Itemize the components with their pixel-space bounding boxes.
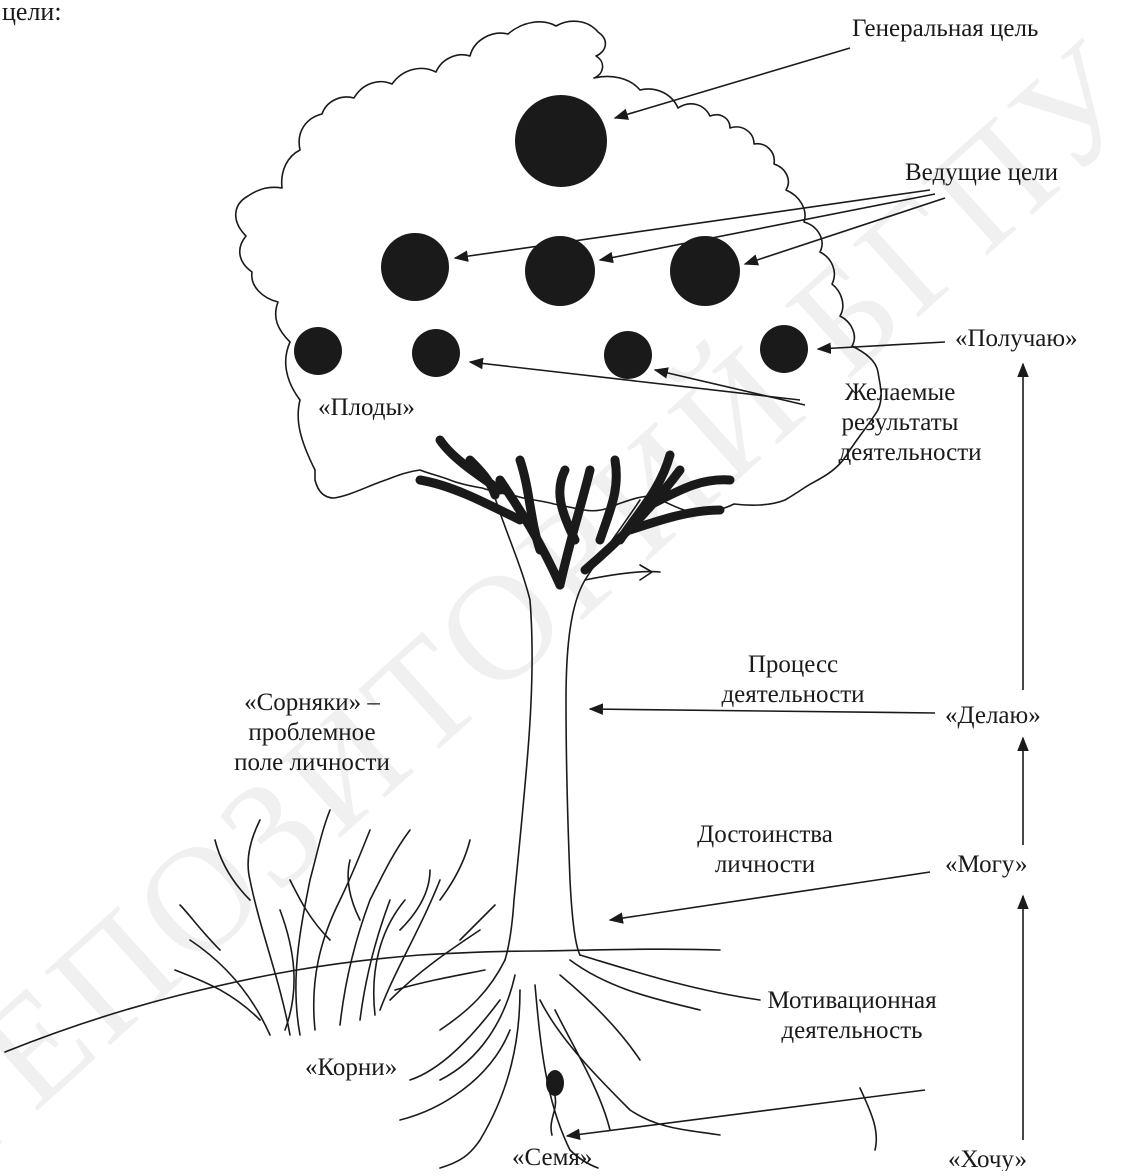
label-leading-goals: Ведущие цели <box>905 159 1058 186</box>
label-weeds-line-1: «Сорняки» – <box>244 689 380 716</box>
label-do: «Делаю» <box>945 702 1041 729</box>
result-dot-4 <box>760 325 808 373</box>
label-process-line-2: деятельности <box>721 681 864 708</box>
label-desired-results-line-1: Желаемые <box>845 379 956 406</box>
label-weeds-line-3: поле личности <box>234 749 390 776</box>
label-merits-line-2: личности <box>715 851 815 878</box>
label-roots: «Корни» <box>305 1054 397 1081</box>
result-dot-2 <box>412 329 460 377</box>
label-can: «Могу» <box>945 851 1027 878</box>
leading-goal-dot-3 <box>670 236 740 306</box>
label-weeds-line-2: проблемное <box>248 719 375 746</box>
label-desired-results-line-2: результаты <box>842 409 959 436</box>
header-fragment: цели: <box>2 0 62 26</box>
leading-goal-dot-1 <box>381 233 449 301</box>
label-merits-line-1: Достоинства <box>697 821 833 848</box>
seed-icon <box>546 1070 564 1135</box>
label-motivation-line-2: деятельность <box>781 1017 922 1044</box>
result-dot-1 <box>294 327 342 375</box>
general-goal-dot <box>515 95 607 187</box>
label-process-line-1: Процесс <box>748 651 838 678</box>
label-want: «Хочу» <box>948 1146 1027 1171</box>
label-get: «Получаю» <box>955 325 1078 352</box>
label-desired-results-line-3: деятельности <box>838 439 981 466</box>
label-motivation-line-1: Мотивационная <box>767 987 937 1014</box>
label-seed: «Семя» <box>512 1144 592 1171</box>
label-general-goal: Генеральная цель <box>852 15 1038 42</box>
label-fruits: «Плоды» <box>318 394 415 421</box>
result-dot-3 <box>604 331 652 379</box>
